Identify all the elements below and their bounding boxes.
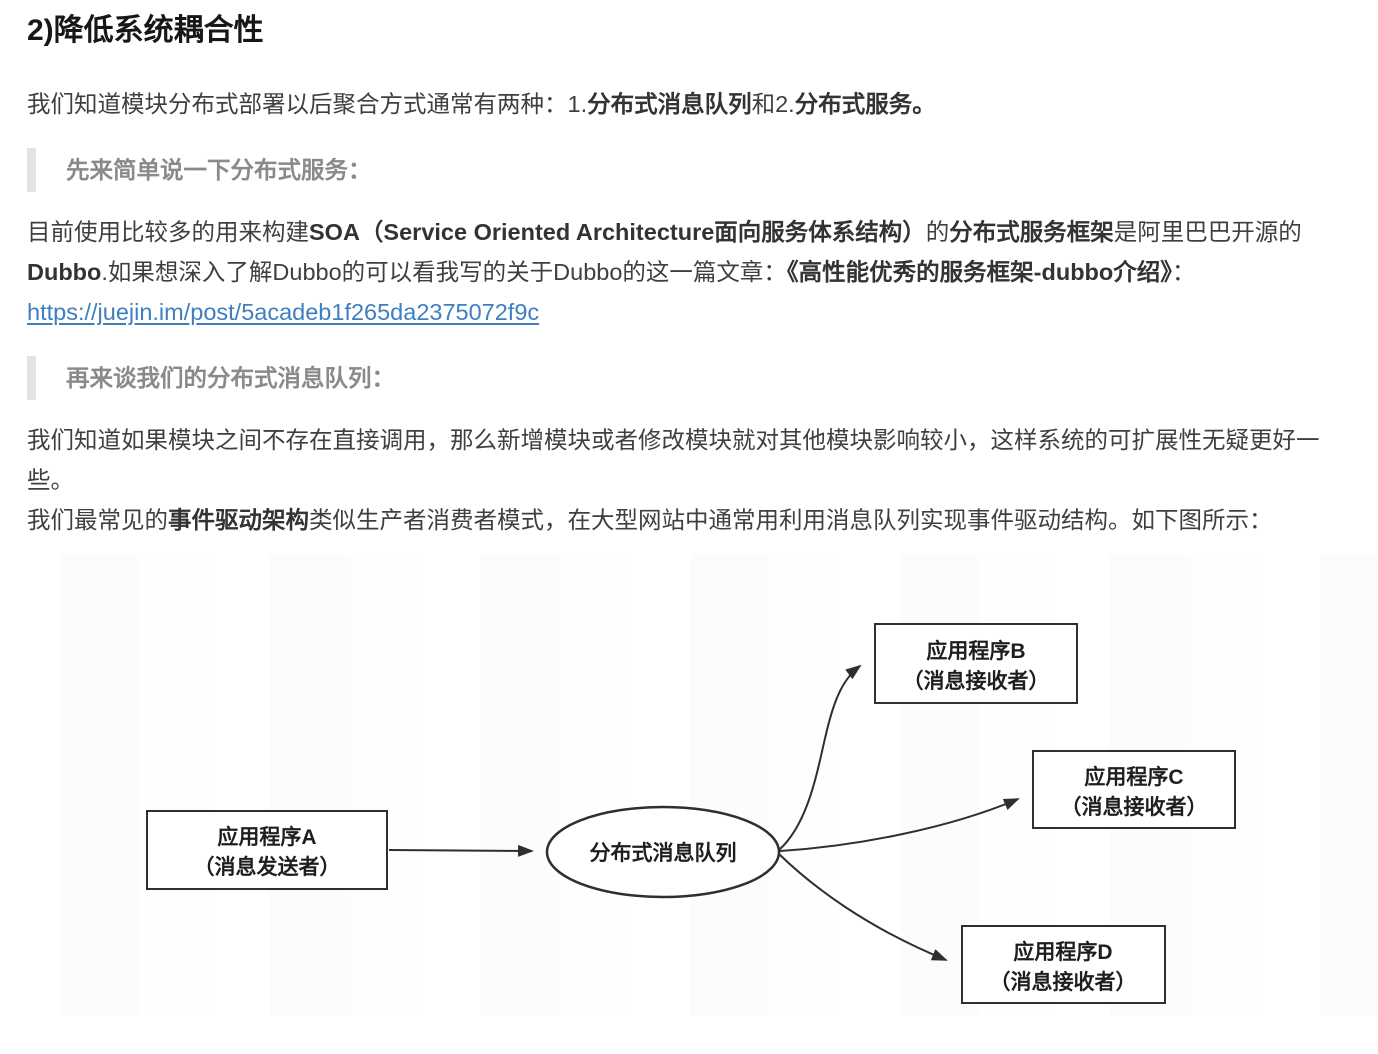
node-app-c: 应用程序C （消息接收者） xyxy=(1032,750,1236,829)
paragraph-decoupling: 我们知道如果模块之间不存在直接调用，那么新增模块或者修改模块就对其他模块影响较小… xyxy=(27,427,1320,493)
node-app-d-line1: 应用程序D xyxy=(1013,940,1112,964)
architecture-diagram: 应用程序A （消息发送者） 分布式消息队列 应用程序B （消息接收者） 应用程序… xyxy=(146,623,1236,1004)
node-message-queue: 分布式消息队列 xyxy=(545,805,781,899)
soa-text-3: 是阿里巴巴开源的 xyxy=(1113,219,1302,245)
node-app-a-line2: （消息发送者） xyxy=(194,855,341,879)
edge-queue-to-d xyxy=(778,853,948,961)
node-app-b-line2: （消息接收者） xyxy=(903,669,1050,693)
soa-text-1: 目前使用比较多的用来构建 xyxy=(27,219,309,245)
node-app-c-line1: 应用程序C xyxy=(1084,765,1183,789)
term-distributed-service: 分布式服务。 xyxy=(794,91,936,117)
node-app-b-box xyxy=(874,623,1078,704)
soa-text-5: ： xyxy=(1172,259,1196,285)
node-app-a-line1: 应用程序A xyxy=(217,825,316,849)
node-app-d-box xyxy=(961,925,1166,1004)
term-distributed-message-queue: 分布式消息队列 xyxy=(587,91,752,117)
edge-queue-to-b xyxy=(778,664,862,851)
paragraph-soa-dubbo: 目前使用比较多的用来构建SOA（Service Oriented Archite… xyxy=(27,212,1356,332)
paragraph-event-driven: 我们最常见的事件驱动架构类似生产者消费者模式，在大型网站中通常用利用消息队列实现… xyxy=(27,500,1356,540)
quote-distributed-service-text: 先来简单说一下分布式服务： xyxy=(66,157,372,183)
node-app-d-line2: （消息接收者） xyxy=(990,970,1137,994)
event-driven-text-2: 类似生产者消费者模式，在大型网站中通常用利用消息队列实现事件驱动结构。如下图所示… xyxy=(309,507,1273,533)
dubbo-article-title: 《高性能优秀的服务框架-dubbo介绍》 xyxy=(786,259,1173,285)
node-app-b-line1: 应用程序B xyxy=(926,639,1025,663)
page-title: 2)降低系统耦合性 xyxy=(27,14,264,47)
edge-a-to-queue xyxy=(388,844,534,857)
term-soa: SOA（Service Oriented Architecture面向服务体系结… xyxy=(309,219,926,245)
quote-message-queue-text: 再来谈我们的分布式消息队列： xyxy=(66,365,395,391)
soa-text-4: .如果想深入了解Dubbo的可以看我写的关于Dubbo的这一篇文章： xyxy=(101,259,787,285)
intro-text: 我们知道模块分布式部署以后聚合方式通常有两种：1. xyxy=(27,91,588,117)
dubbo-article-link[interactable]: https://juejin.im/post/5acadeb1f265da237… xyxy=(27,299,540,325)
term-dubbo: Dubbo xyxy=(27,259,102,285)
term-event-driven-architecture: 事件驱动架构 xyxy=(168,507,309,533)
quote-message-queue: 再来谈我们的分布式消息队列： xyxy=(27,356,1356,400)
node-app-a-box xyxy=(146,810,388,890)
quote-distributed-service: 先来简单说一下分布式服务： xyxy=(27,148,1356,192)
term-distributed-service-framework: 分布式服务框架 xyxy=(949,219,1114,245)
edge-queue-to-c xyxy=(779,798,1020,852)
intro-mid-text: 和2. xyxy=(751,91,795,117)
article-page: 2)降低系统耦合性 我们知道模块分布式部署以后聚合方式通常有两种：1.分布式消息… xyxy=(0,14,1378,1016)
node-app-a: 应用程序A （消息发送者） xyxy=(146,810,388,890)
node-app-c-box xyxy=(1032,750,1236,829)
soa-text-2: 的 xyxy=(925,219,950,245)
paragraph-intro: 我们知道模块分布式部署以后聚合方式通常有两种：1.分布式消息队列和2.分布式服务… xyxy=(27,84,1356,124)
architecture-diagram-image: 应用程序A （消息发送者） 分布式消息队列 应用程序B （消息接收者） 应用程序… xyxy=(0,554,1378,1016)
node-app-d: 应用程序D （消息接收者） xyxy=(961,925,1166,1004)
node-message-queue-ellipse xyxy=(545,805,781,899)
node-app-b: 应用程序B （消息接收者） xyxy=(874,623,1078,704)
node-app-c-line2: （消息接收者） xyxy=(1061,795,1208,819)
event-driven-text-1: 我们最常见的 xyxy=(27,507,168,533)
node-message-queue-label: 分布式消息队列 xyxy=(590,841,737,865)
